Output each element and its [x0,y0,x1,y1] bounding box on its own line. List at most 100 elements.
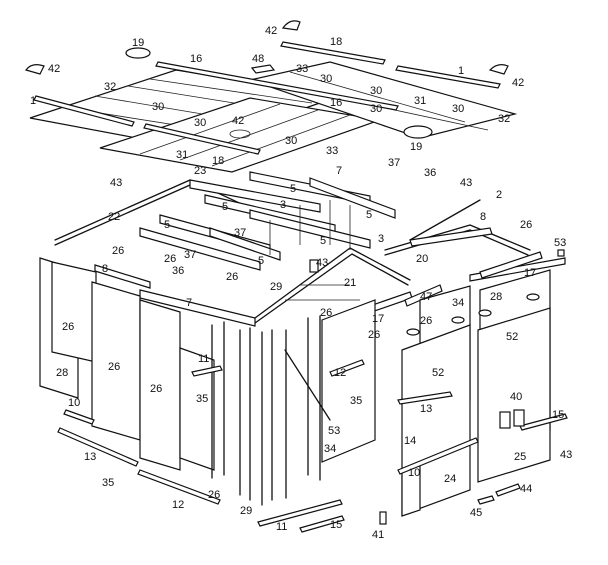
label-37-top: 37 [388,157,400,169]
label-20: 20 [416,253,428,265]
label-31-left: 31 [176,149,188,161]
label-34-top: 34 [452,297,464,309]
label-26-a: 26 [520,219,532,231]
label-45: 45 [470,507,482,519]
label-5-d: 5 [164,219,170,231]
label-19-top: 19 [132,37,144,49]
brace-2 [409,199,481,241]
label-52-mid: 52 [432,367,444,379]
track-10-left [63,409,95,425]
label-42-left: 42 [48,63,60,75]
label-11-mid: 11 [198,353,209,365]
label-17-right: 17 [524,267,536,279]
bracket-40-a [499,411,511,429]
track-11-mid [191,365,223,377]
label-30-b: 30 [370,85,382,97]
label-37-b: 37 [184,249,196,261]
corner-cap-42-left [24,64,45,75]
label-42-right: 42 [512,77,524,89]
part-number-labels: 42 18 19 16 48 33 1 42 30 42 32 30 16 31… [30,25,572,541]
track-11-low [257,499,343,527]
label-7-mid: 7 [186,297,192,309]
header-7-mid [139,289,256,327]
bracket-40-b [513,409,525,427]
label-10-left: 10 [68,397,80,409]
label-5-a: 5 [290,183,296,195]
label-33-top: 33 [296,63,308,75]
label-5-c: 5 [366,209,372,221]
label-40: 40 [510,391,522,403]
label-24: 24 [444,473,456,485]
roof-frame [54,171,566,327]
label-18-top: 18 [330,36,342,48]
rafter-37-a [309,177,396,219]
label-31-right: 31 [414,95,426,107]
label-34-low: 34 [324,443,336,455]
bracket-43-mid [309,259,319,273]
vent-19-mid [403,125,433,139]
label-2: 2 [496,189,502,201]
label-15-low: 15 [330,519,342,531]
label-29-top: 29 [270,281,282,293]
fastener-41 [379,511,387,525]
wall-panels [39,257,551,517]
rafter-37-b [209,227,281,261]
label-13-left: 13 [84,451,96,463]
label-36-right: 36 [424,167,436,179]
track-14 [397,437,479,475]
label-12-low: 12 [172,499,184,511]
label-53-right: 53 [554,237,566,249]
roof-assembly [24,20,518,173]
label-43-right: 43 [560,449,572,461]
door-25 [477,307,551,483]
label-26-e: 26 [320,307,332,319]
rafter-5-a [189,179,321,213]
brace-47 [404,284,443,307]
floor-parts [57,249,568,533]
label-29-low: 29 [240,505,252,517]
label-43-b: 43 [460,177,472,189]
label-15-right: 15 [552,409,564,421]
label-26-i: 26 [108,361,120,373]
wall-panel-26-left [51,261,97,363]
roof-trim-31 [143,123,261,155]
label-19-mid: 19 [410,141,422,153]
label-14: 14 [404,435,416,447]
label-22: 22 [108,211,120,223]
track-15-low [299,515,345,533]
label-1-left: 1 [30,95,36,107]
label-5-f: 5 [258,255,264,267]
handle-45 [477,495,495,505]
label-23: 23 [194,165,206,177]
label-3-a: 3 [280,199,286,211]
label-3-b: 3 [378,233,384,245]
label-21: 21 [344,277,356,289]
label-26-j: 26 [150,383,162,395]
trim-26-upper [479,251,543,279]
label-33-mid: 33 [326,145,338,157]
label-26-h: 26 [368,329,380,341]
label-16: 16 [190,53,202,65]
label-5-e: 5 [320,235,326,247]
label-1-right: 1 [458,65,464,77]
label-52-right: 52 [506,331,518,343]
label-7-top: 7 [336,165,342,177]
wall-panel-26-front [139,299,181,471]
label-18-mid: 18 [212,155,224,167]
header-17-right [469,257,566,282]
front-corner-posts [211,315,321,506]
label-26-c: 26 [164,253,176,265]
label-48: 48 [252,53,264,65]
label-26-k: 26 [208,489,220,501]
track-13-left [57,427,139,467]
label-26-d: 26 [226,271,238,283]
label-30-g: 30 [285,135,297,147]
label-16-b: 16 [330,97,342,109]
rafter-37-c [249,209,371,249]
label-30-e: 30 [452,103,464,115]
label-47: 47 [420,291,432,303]
label-30-f: 30 [194,117,206,129]
label-8-right: 8 [480,211,486,223]
plate-48 [250,64,276,74]
